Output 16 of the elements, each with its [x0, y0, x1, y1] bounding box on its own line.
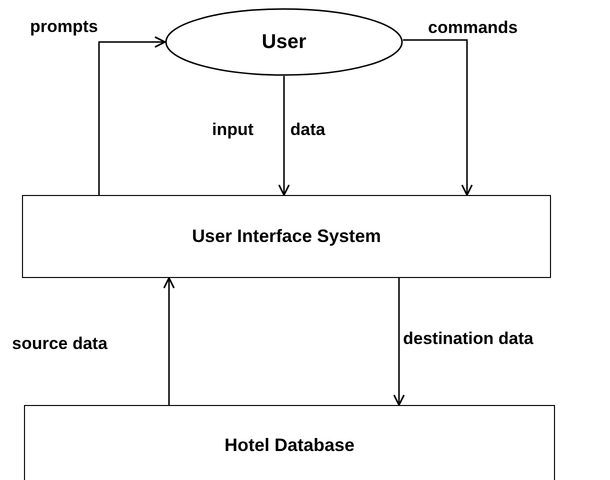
edge-label: destination data [403, 330, 534, 347]
node-label: Hotel Database [224, 434, 355, 456]
actor-ellipse [165, 8, 403, 76]
process-box [22, 195, 551, 278]
edge-label: prompts [30, 18, 98, 35]
arrow [98, 36, 166, 195]
node-label: User [262, 30, 306, 54]
arrow [393, 278, 405, 406]
arrow [163, 277, 175, 405]
edge-label: commands [428, 19, 518, 36]
edge-label: source data [12, 335, 108, 352]
arrow [403, 39, 473, 196]
edge-label: input data [212, 121, 326, 138]
process-box [24, 405, 555, 480]
arrow [278, 76, 290, 196]
node-label: User Interface System [192, 226, 382, 247]
